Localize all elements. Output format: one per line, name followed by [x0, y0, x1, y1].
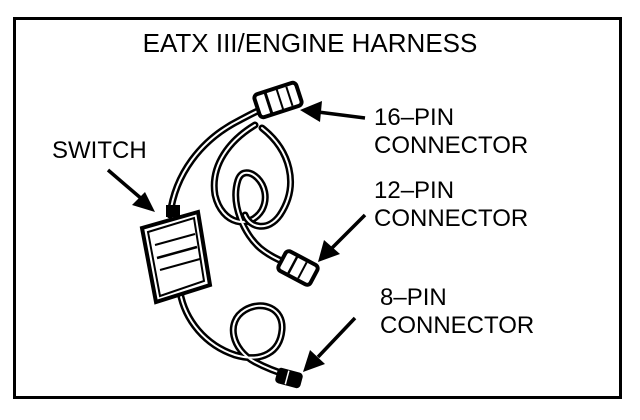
pin16-label-line1: 16–PIN	[374, 104, 454, 131]
pin12-label-line1: 12–PIN	[374, 177, 454, 204]
pin16-arrow	[300, 101, 366, 122]
switch-toggle	[166, 205, 180, 217]
switch-label: SWITCH	[52, 137, 147, 164]
pin12-connector	[276, 249, 320, 287]
switch-box	[139, 205, 213, 305]
diagram-title: EATX III/ENGINE HARNESS	[143, 28, 478, 58]
diagram-frame	[13, 17, 622, 399]
switch-arrow	[106, 168, 155, 212]
pin8-label-line2: CONNECTOR	[380, 312, 534, 339]
pin8-label-line1: 8–PIN	[380, 284, 447, 311]
pin16-label-line2: CONNECTOR	[374, 132, 528, 159]
pin8-connector	[275, 367, 303, 389]
pin12-arrow	[318, 213, 367, 262]
pin8-arrow	[303, 316, 357, 372]
pin12-label-line2: CONNECTOR	[374, 205, 528, 232]
pin16-connector	[252, 80, 304, 120]
